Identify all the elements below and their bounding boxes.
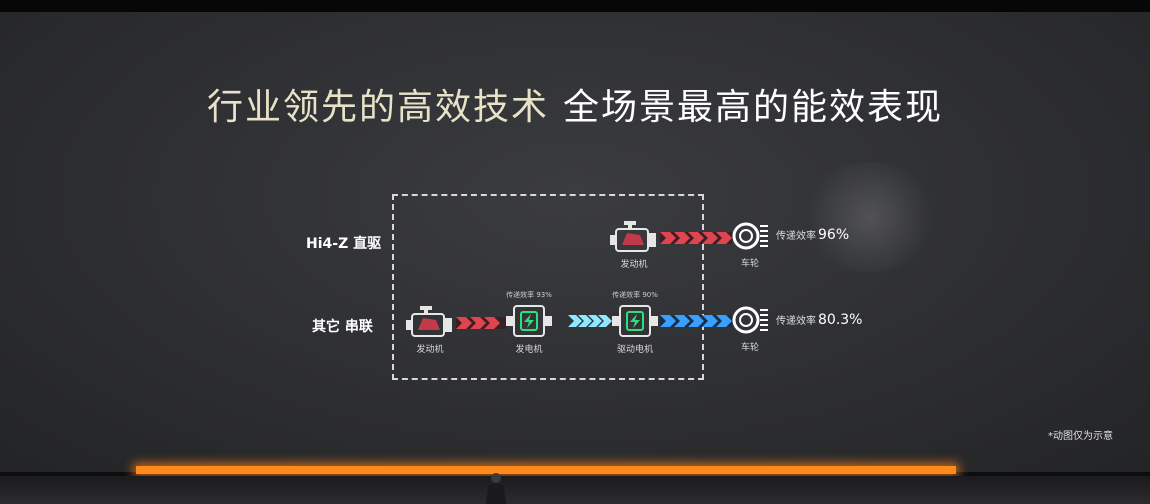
row2-efficiency-label: 传递效率: [776, 316, 816, 327]
row2-efficiency-value: 80.3%: [818, 312, 863, 328]
title-part-2: 全场景最高的能效表现: [563, 87, 944, 128]
comparison-dashed-box: [392, 194, 704, 380]
red-chevron-arrows: [660, 232, 732, 244]
blue-chevron-arrows: [660, 315, 732, 327]
wheel-icon: [732, 222, 768, 250]
engine-icon: [406, 306, 452, 337]
light-glare: [800, 162, 940, 272]
drive-motor-icon: [612, 305, 658, 337]
row2-engine-caption: 发动机: [416, 345, 444, 355]
row1-efficiency-value: 96%: [818, 227, 850, 243]
generator-icon: [506, 305, 552, 337]
row2-label: 其它 串联: [312, 319, 373, 335]
row1-efficiency-label: 传递效率: [776, 231, 816, 242]
cyan-chevron-arrows: [568, 315, 612, 327]
slide-title: 行业领先的高效技术全场景最高的能效表现: [0, 78, 1150, 130]
stage-light-bar: [136, 466, 956, 474]
generator-caption: 发电机: [515, 345, 543, 355]
generator-efficiency: 传递效率 93%: [506, 291, 552, 299]
row2-wheel-caption: 车轮: [740, 343, 759, 353]
top-bezel: [0, 0, 1150, 12]
drive-motor-efficiency: 传递效率 90%: [612, 291, 658, 299]
row1-label: Hi4-Z 直驱: [306, 236, 382, 252]
presenter-silhouette: [486, 473, 506, 504]
title-part-1: 行业领先的高效技术: [206, 87, 549, 128]
engine-icon: [610, 221, 656, 252]
red-chevron-arrows: [456, 317, 506, 329]
drive-motor-caption: 驱动电机: [616, 345, 653, 355]
row1-engine-caption: 发动机: [620, 260, 648, 270]
row1-wheel-caption: 车轮: [740, 259, 759, 269]
projection-screen: [0, 12, 1150, 472]
stage-floor: [0, 476, 1150, 504]
wheel-icon: [732, 306, 768, 334]
animation-footnote: *动图仅为示意: [1048, 431, 1113, 442]
